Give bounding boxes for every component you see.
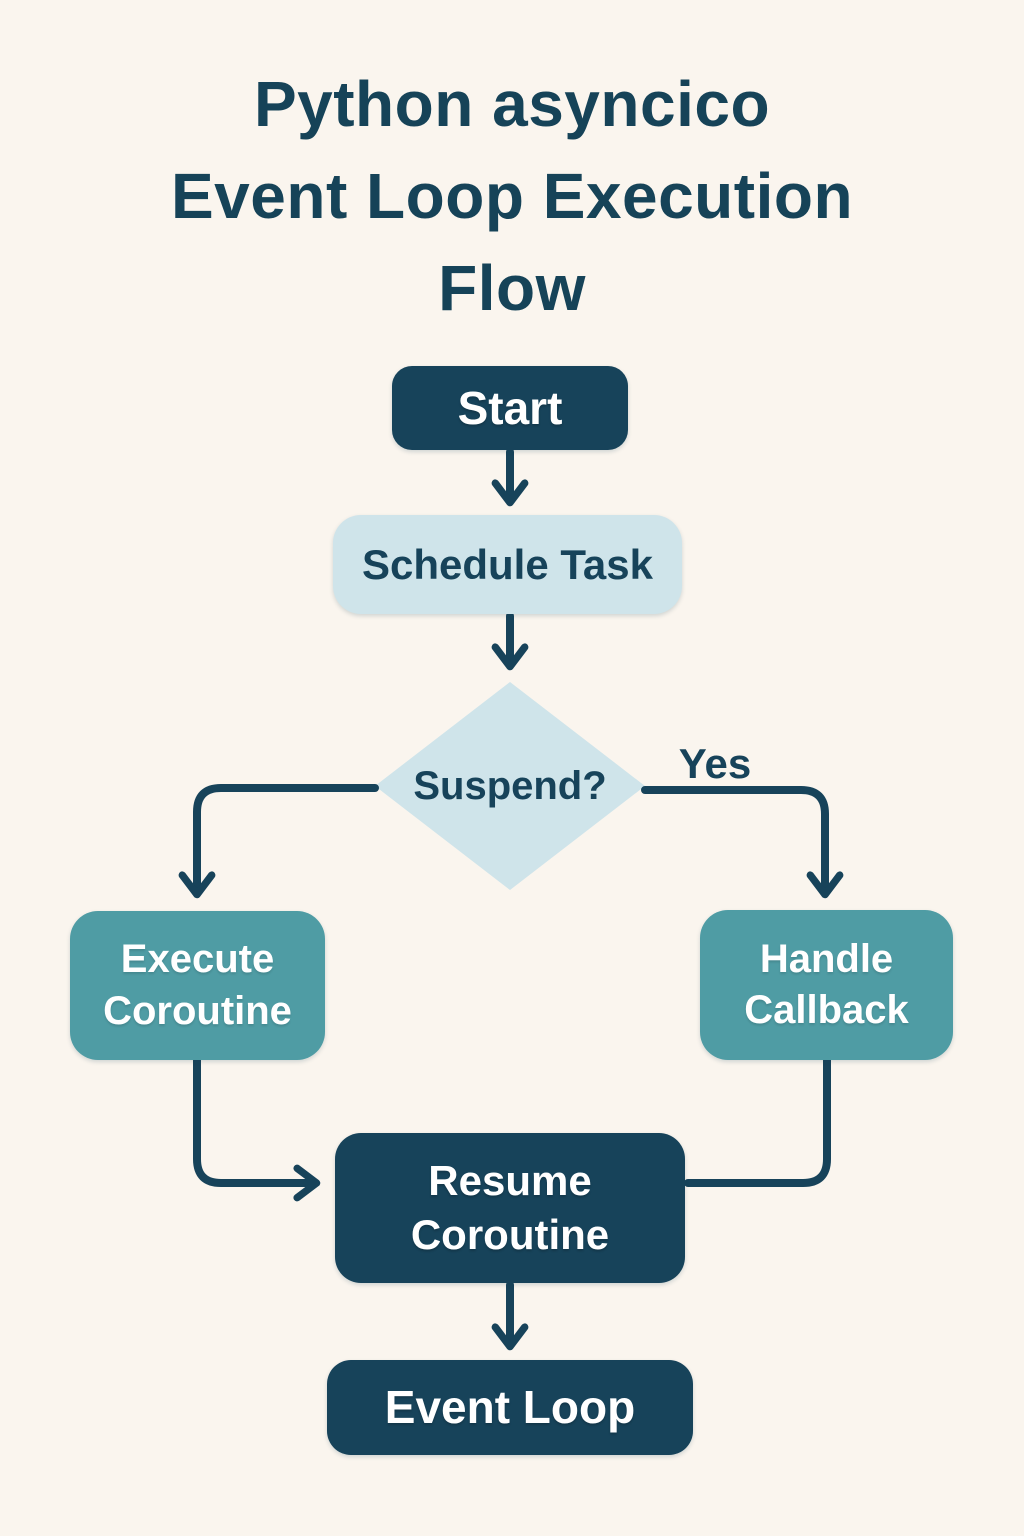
node-start: Start	[392, 366, 628, 450]
page-title-line-3: Flow	[438, 252, 586, 324]
page-title-line-2: Event Loop Execution	[170, 160, 854, 232]
node-resume-coroutine-label: Resume Coroutine	[410, 1157, 610, 1258]
node-event-loop: Event Loop	[327, 1360, 693, 1455]
page-title-line-1: Python asyncico	[253, 68, 771, 140]
node-suspend-decision: Suspend?	[375, 682, 645, 890]
node-schedule-task: Schedule Task	[333, 515, 682, 614]
node-event-loop-label: Event Loop	[384, 1381, 636, 1434]
node-handle-callback-label: Handle Callback	[744, 936, 909, 1032]
node-handle-callback: Handle Callback	[700, 910, 953, 1060]
page-title: Python asyncico Event Loop Execution Flo…	[0, 58, 1024, 334]
node-suspend-label: Suspend?	[413, 763, 607, 808]
node-execute-coroutine: Execute Coroutine	[70, 911, 325, 1060]
arrow-execute-to-resume	[193, 1056, 321, 1202]
arrow-suspend-to-handle-yes	[641, 786, 844, 899]
node-schedule-task-label: Schedule Task	[361, 540, 653, 588]
node-start-label: Start	[457, 381, 563, 434]
line-handle-to-resume	[684, 1056, 831, 1187]
arrow-suspend-to-execute	[178, 784, 379, 899]
edge-label-yes: Yes	[678, 740, 752, 787]
node-execute-coroutine-label: Execute Coroutine	[103, 937, 292, 1033]
node-resume-coroutine: Resume Coroutine	[335, 1133, 685, 1283]
